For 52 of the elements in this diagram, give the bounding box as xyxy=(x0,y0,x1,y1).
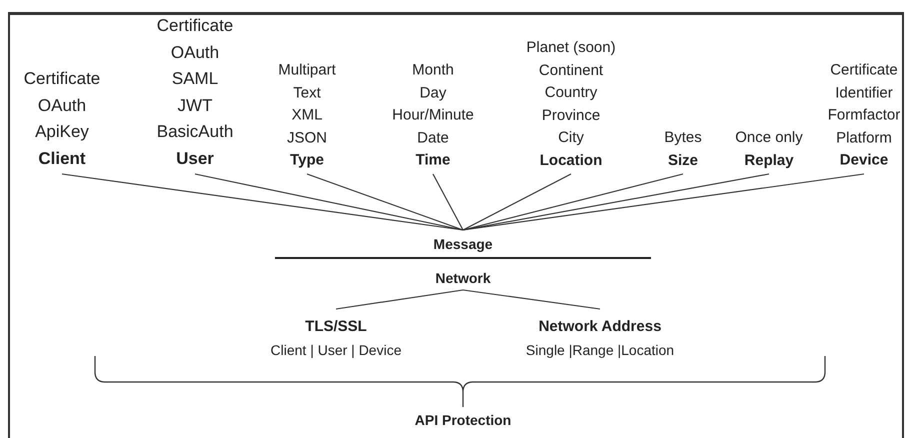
list-item: JSON xyxy=(286,128,327,148)
list-item: Text xyxy=(293,83,321,103)
list-item: City xyxy=(558,128,584,148)
category-heading: User xyxy=(176,148,214,170)
category-heading: Type xyxy=(290,150,324,170)
connector-line xyxy=(306,173,464,231)
category-heading: Client xyxy=(38,148,86,170)
list-item: BasicAuth xyxy=(156,121,234,143)
list-item: SAML xyxy=(172,68,218,90)
connector-line xyxy=(462,289,600,310)
list-item: Date xyxy=(417,128,449,148)
connector-line xyxy=(62,173,464,231)
list-item: Multipart xyxy=(278,60,336,80)
list-item: Day xyxy=(420,83,446,103)
list-item: Country xyxy=(544,83,598,103)
category-heading: Size xyxy=(668,150,698,170)
category-heading: Replay xyxy=(744,150,794,170)
list-item: Certificate xyxy=(24,68,100,90)
connector-line xyxy=(462,173,770,231)
list-item: Month xyxy=(412,60,454,80)
list-item: Province xyxy=(542,106,600,126)
list-item: Formfactor xyxy=(828,106,900,126)
protection-heading: Network Address xyxy=(538,317,662,337)
list-item: Certificate xyxy=(156,15,234,37)
list-item: JWT xyxy=(178,94,212,116)
list-item: Continent xyxy=(538,60,604,80)
option-list: Client | User | Device xyxy=(270,339,402,361)
list-item: Planet (soon) xyxy=(526,38,616,58)
list-item: Once only xyxy=(735,128,803,148)
list-item: OAuth xyxy=(38,94,86,116)
list-item: ApiKey xyxy=(35,121,89,143)
list-item: OAuth xyxy=(170,42,220,64)
list-item: Platform xyxy=(836,128,892,148)
layer-label: Message xyxy=(433,234,493,254)
category-heading: Device xyxy=(840,150,888,170)
list-item: XML xyxy=(292,106,322,126)
category-heading: Location xyxy=(540,150,602,170)
group-caption: API Protection xyxy=(414,411,512,430)
list-item: Hour/Minute xyxy=(392,106,474,126)
connector-line xyxy=(462,174,572,230)
connector-line xyxy=(194,173,464,231)
connector-line xyxy=(432,174,464,230)
connector-line xyxy=(462,173,864,231)
list-item: Identifier xyxy=(835,83,893,103)
connector-line xyxy=(462,173,684,231)
option-list: Single |Range |Location xyxy=(526,339,674,361)
list-item: Bytes xyxy=(664,128,702,148)
protection-heading: TLS/SSL xyxy=(305,317,367,337)
connector-line xyxy=(336,289,464,310)
category-heading: Time xyxy=(416,150,450,170)
list-item: Certificate xyxy=(830,60,898,80)
layer-label: Network xyxy=(435,268,491,288)
